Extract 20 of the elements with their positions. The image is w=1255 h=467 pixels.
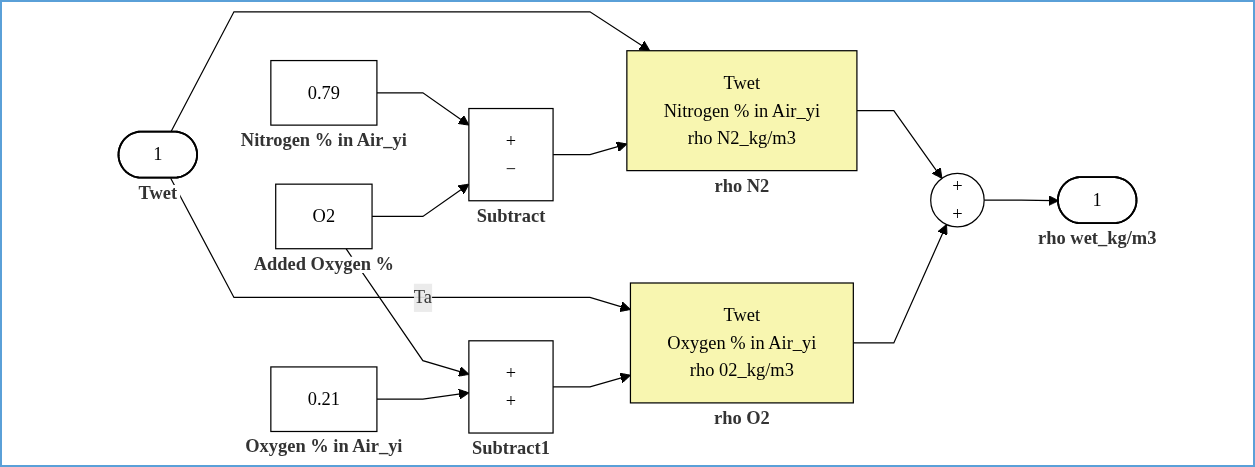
node-box: Twet Oxygen % in Air_yi rho 02_kg/m3	[629, 282, 854, 404]
block-caption: Subtract	[476, 205, 546, 226]
block-caption: Oxygen % in Air_yi	[245, 436, 403, 457]
node-box: 0.21	[270, 366, 378, 433]
arrow	[170, 11, 651, 133]
node-box: 0.79	[270, 59, 378, 126]
node-box: + −	[468, 107, 554, 202]
edge-label: Ta	[413, 287, 432, 307]
block-caption: rho N2	[714, 175, 770, 196]
block-caption: Subtract1	[472, 437, 550, 458]
block-caption: Nitrogen % in Air_yi	[240, 130, 407, 151]
block-caption: rho O2	[713, 407, 770, 428]
node-box: Twet Nitrogen % in Air_yi rho N2_kg/m3	[626, 50, 858, 172]
node-box: + +	[468, 340, 554, 434]
block-caption: Twet	[138, 182, 178, 203]
arrow	[856, 110, 943, 179]
node-circle: + +	[930, 172, 985, 228]
node-box: O2	[275, 183, 373, 250]
block-caption: rho wet_kg/m3	[1038, 228, 1157, 249]
arrow	[170, 177, 631, 312]
